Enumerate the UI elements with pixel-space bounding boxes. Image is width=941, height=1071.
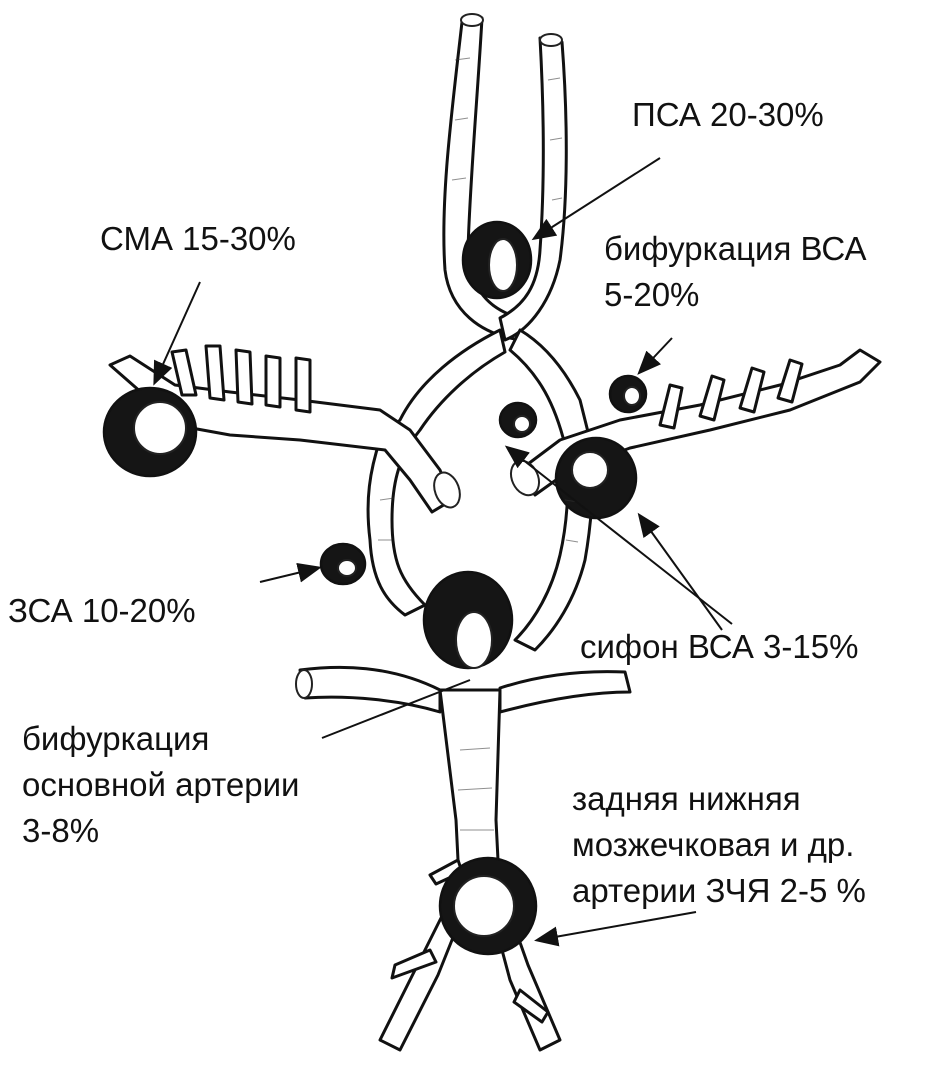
pointer-posterior bbox=[538, 912, 696, 940]
aneurysm-small-upper-right bbox=[500, 403, 536, 437]
aneurysm-basilar-bifurcation bbox=[424, 572, 512, 668]
aneurysm-zsa bbox=[321, 544, 365, 584]
left-posterior-cerebral-artery bbox=[300, 667, 440, 712]
left-pca-cut-end bbox=[296, 670, 312, 698]
label-zsa: ЗСА 10-20% bbox=[8, 592, 196, 630]
pointer-siphon-vsa-2 bbox=[640, 516, 722, 630]
aneurysm-psa bbox=[463, 222, 531, 298]
label-basilar-line3: 3-8% bbox=[22, 812, 99, 850]
aneurysm-bifurcation-vsa bbox=[610, 376, 646, 412]
label-sma: СМА 15-30% bbox=[100, 220, 296, 258]
aneurysm-siphon-vsa bbox=[556, 438, 636, 518]
label-posterior-line2: мозжечковая и др. bbox=[572, 826, 854, 864]
aneurysm-sma bbox=[104, 388, 196, 476]
label-posterior-line3: артерии ЗЧЯ 2-5 % bbox=[572, 872, 866, 910]
label-posterior-line1: задняя нижняя bbox=[572, 780, 801, 818]
pointer-bifurcation-vsa bbox=[640, 338, 672, 372]
label-bifurcation-vsa-line1: бифуркация ВСА bbox=[604, 230, 867, 268]
label-basilar-line2: основной артерии bbox=[22, 766, 299, 804]
right-posterior-cerebral-artery bbox=[500, 672, 630, 712]
label-siphon-vsa: сифон ВСА 3-15% bbox=[580, 628, 858, 666]
label-basilar-line1: бифуркация bbox=[22, 720, 209, 758]
left-aca-end bbox=[461, 14, 483, 26]
right-aca-end bbox=[540, 34, 562, 46]
aneurysm-posterior-fossa bbox=[440, 858, 536, 954]
label-psa: ПСА 20-30% bbox=[632, 96, 824, 134]
pointer-zsa bbox=[260, 568, 318, 582]
label-bifurcation-vsa-line2: 5-20% bbox=[604, 276, 699, 314]
